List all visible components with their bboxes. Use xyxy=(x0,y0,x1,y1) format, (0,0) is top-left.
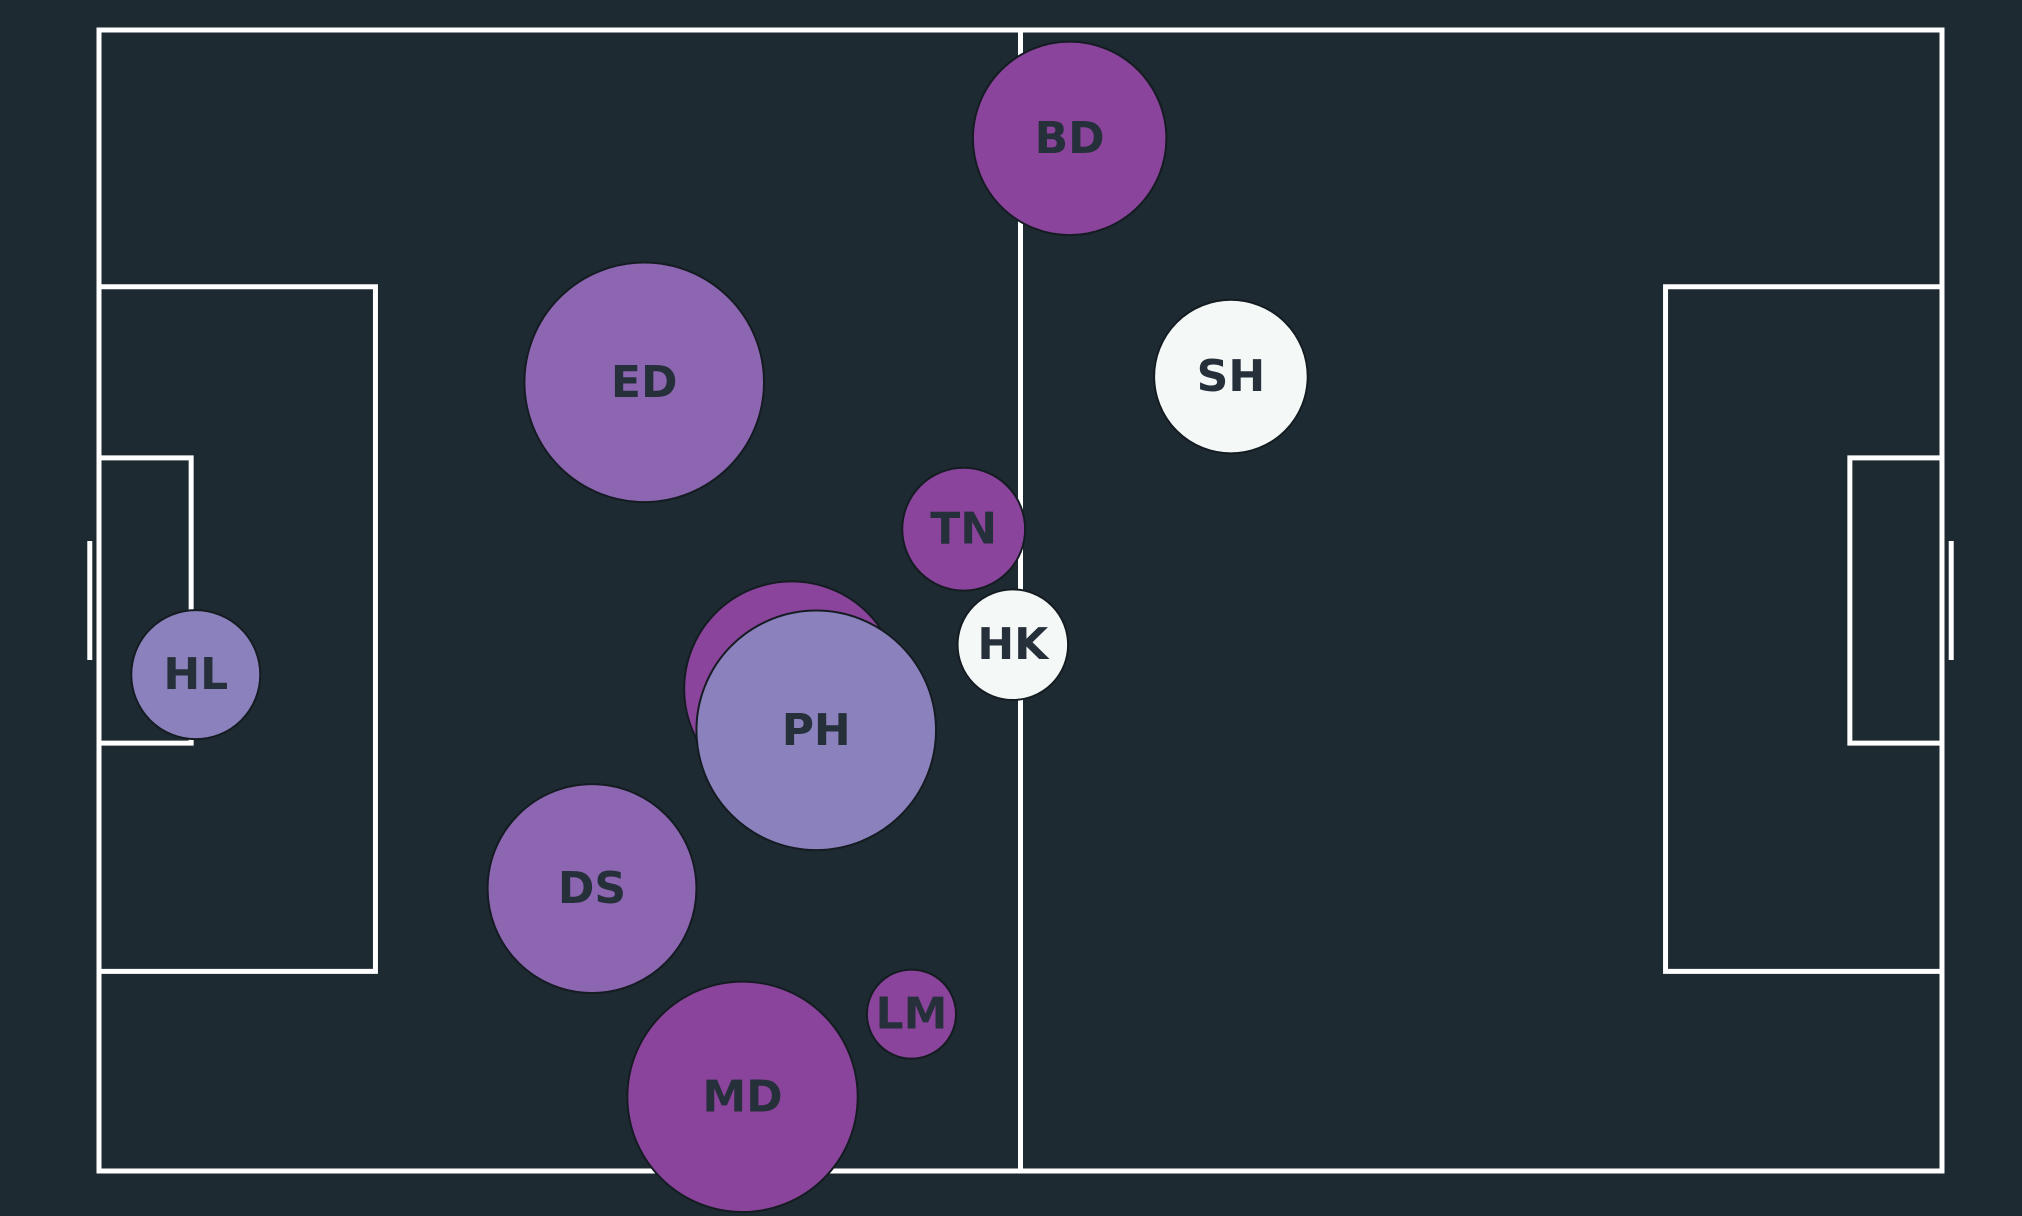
player-marker xyxy=(865,968,957,1060)
player-bubble-tn: TN xyxy=(901,466,1027,592)
player-label: BD xyxy=(1035,113,1105,164)
player-marker xyxy=(1153,298,1309,455)
player-label: HL xyxy=(163,649,228,700)
pitch-boundary xyxy=(96,27,1945,1174)
player-label: SH xyxy=(1197,351,1266,402)
player-marker xyxy=(956,588,1070,702)
player-marker xyxy=(695,609,938,852)
player-marker xyxy=(523,261,766,504)
player-bubble-bd: BD xyxy=(971,40,1168,237)
player-bubble-ed: ED xyxy=(523,261,766,504)
player-bubble-md: MD xyxy=(626,980,859,1214)
player-marker xyxy=(971,40,1168,237)
player-bubbles: HLEDDSMDHWPHLMTNHKBDSH xyxy=(130,40,1309,1214)
player-bubble-hl: HL xyxy=(130,609,262,741)
player-bubble-ds: DS xyxy=(486,783,698,995)
player-label: DS xyxy=(558,863,626,914)
player-marker xyxy=(901,466,1027,592)
player-label: LM xyxy=(876,989,948,1040)
player-marker xyxy=(626,980,859,1214)
player-label: PH xyxy=(782,705,851,756)
player-label: HK xyxy=(977,619,1050,670)
player-marker xyxy=(486,783,698,995)
left-penalty-area xyxy=(96,284,378,974)
player-bubble-lm: LM xyxy=(865,968,957,1060)
player-label: MD xyxy=(702,1071,782,1122)
player-marker xyxy=(130,609,262,741)
player-label: ED xyxy=(611,357,678,408)
left-six-yard-box xyxy=(96,455,194,746)
player-label: TN xyxy=(930,504,997,555)
right-six-yard-box xyxy=(1847,455,1945,746)
player-bubble-sh: SH xyxy=(1153,298,1309,455)
player-bubble-ph: PH xyxy=(695,609,938,852)
right-penalty-area xyxy=(1663,284,1945,974)
player-bubble-hk: HK xyxy=(956,588,1070,702)
